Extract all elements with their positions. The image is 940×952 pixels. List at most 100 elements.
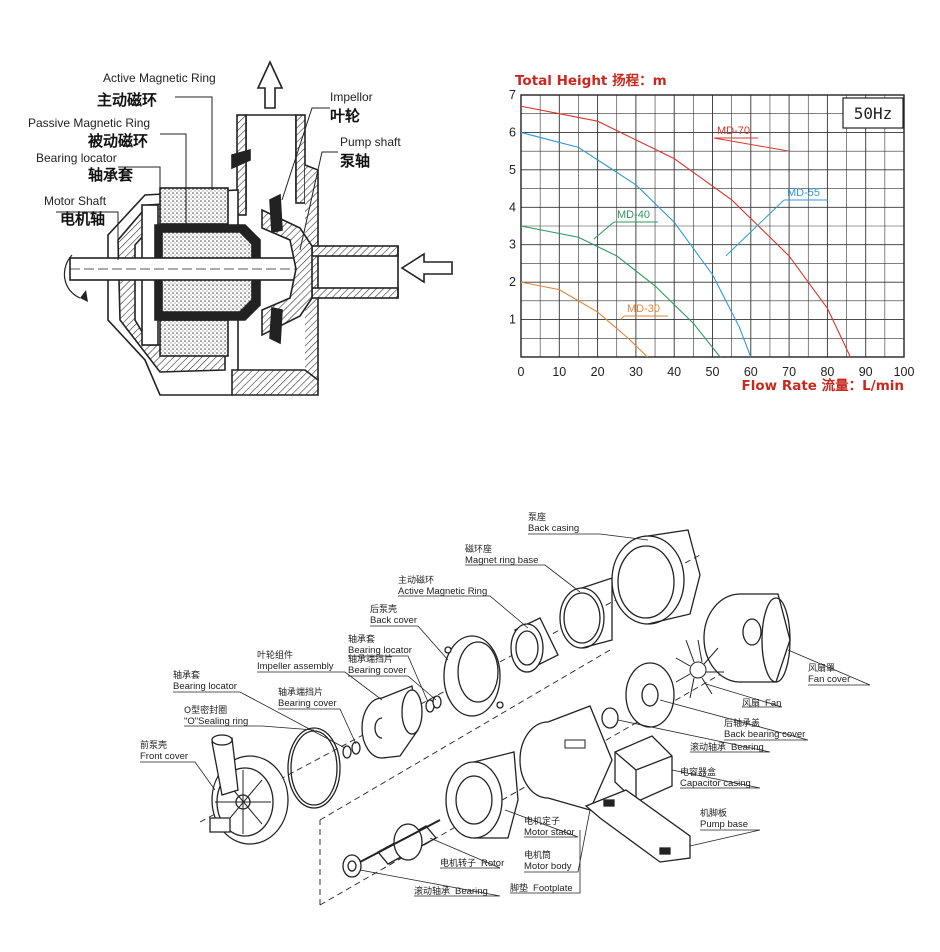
part-label-en-bearing-cover-2: Bearing cover (348, 665, 407, 676)
label-pump-shaft-zh: 泵轴 (340, 152, 370, 170)
fan-cover-part (703, 593, 791, 683)
part-label-en-motor-body: Motor body (524, 861, 572, 872)
active-magnetic-ring-part (510, 617, 559, 673)
part-label-fan: 风扇 Fan (742, 697, 781, 709)
part-label-en: Fan (765, 698, 781, 709)
part-label-en: Footplate (533, 883, 573, 894)
x-tick-label: 80 (820, 365, 834, 379)
x-tick-label: 40 (667, 365, 681, 379)
exploded-view (199, 529, 791, 906)
part-label-zh-bearing-locator-1: 轴承套 (173, 669, 200, 681)
part-label-en: Bearing (731, 742, 764, 753)
section-labels: Active Magnetic Ring 主动磁环 Passive Magnet… (28, 71, 401, 228)
fan-part (675, 639, 724, 699)
x-tick-label: 70 (782, 365, 796, 379)
chart-xlabel: Flow Rate 流量：L/min (742, 377, 904, 394)
series-leader-md-70 (713, 137, 790, 152)
part-label-zh-active-magnetic-ring: 主动磁环 (398, 574, 434, 586)
part-label-zh-capacitor-casing: 电容器盒 (680, 766, 716, 778)
x-tick-label: 10 (552, 365, 566, 379)
impeller-assembly-part (361, 685, 423, 759)
part-label-en-impeller-assembly: Impeller assembly (257, 661, 334, 672)
back-cover-part (443, 635, 504, 717)
label-impellor-zh: 叶轮 (330, 107, 360, 125)
bearing-locator-1-part (342, 745, 352, 759)
part-label-zh-impeller-assembly: 叶轮组件 (257, 649, 293, 661)
part-label-en-front-cover: Front cover (140, 751, 188, 762)
part-label-en-back-bearing-cover: Back bearing cover (724, 729, 805, 740)
part-label-zh-magnet-ring-base: 磁环座 (465, 543, 492, 555)
x-tick-label: 90 (859, 365, 873, 379)
part-label-zh-front-cover: 前泵壳 (140, 739, 167, 751)
y-tick-label: 2 (509, 275, 516, 289)
outlet-arrow-icon (256, 60, 284, 109)
bearing-cover-1-part (351, 741, 361, 755)
part-label-en-sealing-ring: "O"Sealing ring (184, 716, 248, 727)
part-label-en-fan-cover: Fan cover (808, 674, 850, 685)
x-tick-label: 100 (894, 365, 915, 379)
series-label-md-30: MD-30 (627, 303, 660, 315)
part-label-zh: 脚垫 (510, 882, 528, 894)
part-label-zh-bearing-locator-2: 轴承套 (348, 633, 375, 645)
frequency-badge-text: 50Hz (854, 104, 893, 123)
chart-grid (520, 94, 905, 358)
series-label-md-70: MD-70 (717, 125, 750, 137)
series-leader-md-55 (725, 199, 785, 257)
label-impellor-en: Impellor (330, 90, 373, 104)
label-bearing-locator-zh: 轴承套 (88, 166, 134, 184)
part-label-zh-bearing-cover-2: 轴承端挡片 (348, 653, 393, 665)
part-label-en-motor-stator: Motor stator (524, 827, 575, 838)
part-label-zh-back-cover: 后泵壳 (370, 603, 397, 615)
back-bearing-cover-part (625, 662, 675, 728)
bearing-1-part (601, 707, 619, 729)
part-label-zh-sealing-ring: O型密封圈 (184, 704, 227, 716)
parts-labels (140, 533, 871, 897)
part-label-en-bearing-locator-2: Bearing locator (348, 645, 412, 656)
part-label-zh: 滚动轴承 (690, 741, 726, 753)
part-label-en-pump-base: Pump base (700, 819, 748, 830)
label-active-ring-zh: 主动磁环 (97, 91, 157, 109)
part-label-en-bearing-cover-1: Bearing cover (278, 698, 337, 709)
x-tick-label: 0 (518, 365, 525, 379)
y-tick-label: 3 (509, 238, 516, 252)
magnet-ring-base-part (559, 577, 613, 649)
back-casing-part (611, 529, 701, 625)
part-label-zh: 滚动轴承 (414, 885, 450, 897)
part-label-en-magnet-ring-base: Magnet ring base (465, 555, 538, 566)
part-label-zh-back-casing: 泵座 (528, 511, 546, 523)
part-label-zh-motor-body: 电机筒 (524, 849, 551, 861)
y-tick-label: 5 (509, 163, 516, 177)
series-leader-md-40 (593, 221, 615, 240)
bearing-cover-2-part (432, 695, 442, 709)
x-tick-label: 60 (744, 365, 758, 379)
y-tick-label: 6 (509, 125, 516, 139)
front-cover-part (209, 734, 289, 845)
sealing-ring-part (287, 727, 341, 809)
label-motor-shaft-zh: 电机轴 (60, 210, 105, 228)
label-passive-ring-en: Passive Magnetic Ring (28, 116, 150, 130)
part-label-zh-fan-cover: 风扇罩 (808, 662, 835, 674)
part-label-en: Bearing (455, 886, 488, 897)
label-bearing-locator-en: Bearing locator (36, 151, 117, 165)
part-label-zh: 风扇 (742, 697, 760, 709)
part-label-bearing-1: 滚动轴承 Bearing (690, 741, 764, 753)
section-leaders (56, 96, 338, 260)
part-label-en-active-magnetic-ring: Active Magnetic Ring (398, 586, 487, 597)
y-tick-label: 4 (509, 200, 516, 214)
label-active-ring-en: Active Magnetic Ring (103, 71, 216, 85)
chart-title: Total Height 扬程：m (515, 72, 667, 89)
part-label-en-back-casing: Back casing (528, 523, 579, 534)
series-line-md-55 (520, 131, 752, 358)
series-label-md-55: MD-55 (787, 187, 820, 199)
part-label-zh-back-bearing-cover: 后轴承盖 (724, 717, 760, 729)
series-line-md-40 (520, 225, 721, 358)
part-label-en-bearing-locator-1: Bearing locator (173, 681, 237, 692)
section-view (63, 60, 453, 396)
part-label-zh-motor-stator: 电机定子 (524, 815, 560, 827)
part-label-footplate: 脚垫 Footplate (510, 882, 573, 894)
